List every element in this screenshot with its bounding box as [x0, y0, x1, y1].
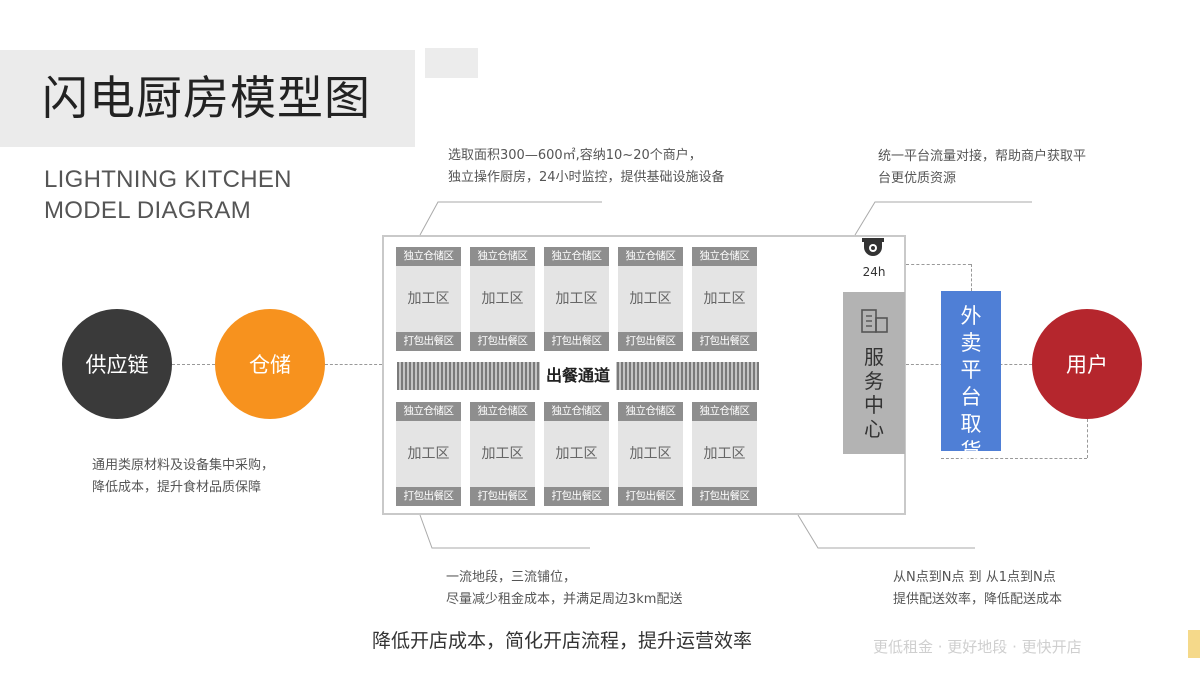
page-subtitle: LIGHTNING KITCHEN MODEL DIAGRAM: [44, 164, 292, 226]
processing-zone-label: 加工区: [703, 291, 746, 307]
note-supply-line1: 通用类原材料及设备集中采购，: [92, 458, 275, 473]
processing-zone-label: 加工区: [407, 446, 450, 462]
note-top-left-line1: 选取面积300—600㎡,容纳10~20个商户，: [448, 148, 702, 163]
warehouse-label: 仓储: [249, 353, 291, 377]
connector-warehouse-kitchen: [325, 364, 382, 365]
note-supply: 通用类原材料及设备集中采购， 降低成本，提升食材品质保障: [92, 455, 274, 499]
building-icon: [861, 309, 888, 333]
service-center-box: [843, 292, 905, 454]
packing-zone-label: 打包出餐区: [692, 487, 757, 506]
storage-zone-label: 独立仓储区: [544, 247, 609, 266]
storage-zone-label: 独立仓储区: [470, 247, 535, 266]
packing-zone-label: 打包出餐区: [470, 332, 535, 351]
packing-zone-label: 打包出餐区: [618, 487, 683, 506]
processing-zone-label: 加工区: [629, 291, 672, 307]
storage-zone-label: 独立仓储区: [470, 402, 535, 421]
processing-zone-label: 加工区: [555, 291, 598, 307]
storage-zone-label: 独立仓储区: [692, 402, 757, 421]
page-title: 闪电厨房模型图: [42, 71, 371, 125]
connector-top-vertical: [971, 264, 972, 291]
leader-line-top-right: [854, 201, 1032, 236]
note-supply-line2: 降低成本，提升食材品质保障: [92, 480, 262, 495]
packing-zone-label: 打包出餐区: [470, 487, 535, 506]
storage-zone-label: 独立仓储区: [396, 402, 461, 421]
monitoring-24h-label: 24h: [862, 265, 886, 279]
service-center-text: 服务中心: [864, 345, 884, 441]
footer-highlights: 更低租金 · 更好地段 · 更快开店: [873, 638, 1082, 656]
processing-zone-label: 加工区: [555, 446, 598, 462]
delivery-platform-text: 外卖平台取货: [960, 304, 982, 463]
note-top-right-line2: 台更优质资源: [878, 171, 957, 186]
storage-zone-label: 独立仓储区: [692, 247, 757, 266]
kitchen-unit: 独立仓储区 加工区 打包出餐区: [692, 402, 757, 506]
supply-chain-label: 供应链: [85, 353, 149, 377]
service-center-label: 服务中心: [843, 345, 905, 441]
aisle-label: 出餐通道: [540, 362, 616, 390]
storage-zone-label: 独立仓储区: [618, 247, 683, 266]
kitchen-unit: 独立仓储区 加工区 打包出餐区: [618, 402, 683, 506]
processing-zone-label: 加工区: [407, 291, 450, 307]
note-top-left-line2: 独立操作厨房，24小时监控，提供基础设施设备: [448, 170, 725, 185]
delivery-platform-label: 外卖平台取货: [941, 303, 1001, 465]
kitchen-unit: 独立仓储区 加工区 打包出餐区: [618, 247, 683, 351]
leader-line-top-left: [419, 201, 602, 236]
packing-zone-label: 打包出餐区: [618, 332, 683, 351]
connector-supply-warehouse: [172, 364, 215, 365]
storage-zone-label: 独立仓储区: [544, 402, 609, 421]
processing-zone-label: 加工区: [703, 446, 746, 462]
leader-line-bottom-right: [797, 514, 975, 549]
connector-top: [906, 264, 971, 265]
kitchen-unit: 独立仓储区 加工区 打包出餐区: [396, 402, 461, 506]
packing-zone-label: 打包出餐区: [544, 487, 609, 506]
processing-zone-label: 加工区: [629, 446, 672, 462]
title-background: [0, 50, 415, 147]
note-top-right-line1: 统一平台流量对接，帮助商户获取平: [878, 149, 1087, 164]
camera-icon: [862, 238, 884, 256]
title-decoration: [425, 48, 478, 78]
kitchen-unit: 独立仓储区 加工区 打包出餐区: [470, 402, 535, 506]
note-top-left: 选取面积300—600㎡,容纳10~20个商户， 独立操作厨房，24小时监控，提…: [448, 145, 725, 189]
processing-zone-label: 加工区: [481, 446, 524, 462]
processing-zone-label: 加工区: [481, 291, 524, 307]
note-bottom-left-line2: 尽量减少租金成本，并满足周边3km配送: [446, 592, 683, 607]
note-bottom-right-line1: 从N点到N点 到 从1点到N点: [893, 570, 1056, 585]
packing-zone-label: 打包出餐区: [692, 332, 757, 351]
subtitle-line-2: MODEL DIAGRAM: [44, 197, 252, 224]
note-bottom-left: 一流地段，三流铺位， 尽量减少租金成本，并满足周边3km配送: [446, 567, 682, 611]
user-node: 用户: [1032, 309, 1142, 419]
note-bottom-right: 从N点到N点 到 从1点到N点 提供配送效率，降低配送成本: [893, 567, 1062, 611]
kitchen-unit: 独立仓储区 加工区 打包出餐区: [544, 247, 609, 351]
packing-zone-label: 打包出餐区: [396, 332, 461, 351]
leader-line-bottom-left: [419, 514, 590, 549]
storage-zone-label: 独立仓储区: [618, 402, 683, 421]
supply-chain-node: 供应链: [62, 309, 172, 419]
user-label: 用户: [1066, 353, 1108, 377]
connector-bottom: [941, 458, 1087, 459]
note-top-right: 统一平台流量对接，帮助商户获取平 台更优质资源: [878, 146, 1086, 190]
corner-accent: [1188, 630, 1200, 658]
note-bottom-left-line1: 一流地段，三流铺位，: [446, 570, 577, 585]
warehouse-node: 仓储: [215, 309, 325, 419]
subtitle-line-1: LIGHTNING KITCHEN: [44, 166, 292, 193]
connector-user-down: [1087, 419, 1088, 458]
kitchen-unit: 独立仓储区 加工区 打包出餐区: [544, 402, 609, 506]
kitchen-unit: 独立仓储区 加工区 打包出餐区: [470, 247, 535, 351]
kitchen-unit: 独立仓储区 加工区 打包出餐区: [692, 247, 757, 351]
bottom-tagline: 降低开店成本，简化开店流程，提升运营效率: [372, 630, 753, 652]
note-bottom-right-line2: 提供配送效率，降低配送成本: [893, 592, 1063, 607]
storage-zone-label: 独立仓储区: [396, 247, 461, 266]
packing-zone-label: 打包出餐区: [396, 487, 461, 506]
packing-zone-label: 打包出餐区: [544, 332, 609, 351]
delivery-platform-box: [941, 291, 1001, 451]
kitchen-unit: 独立仓储区 加工区 打包出餐区: [396, 247, 461, 351]
